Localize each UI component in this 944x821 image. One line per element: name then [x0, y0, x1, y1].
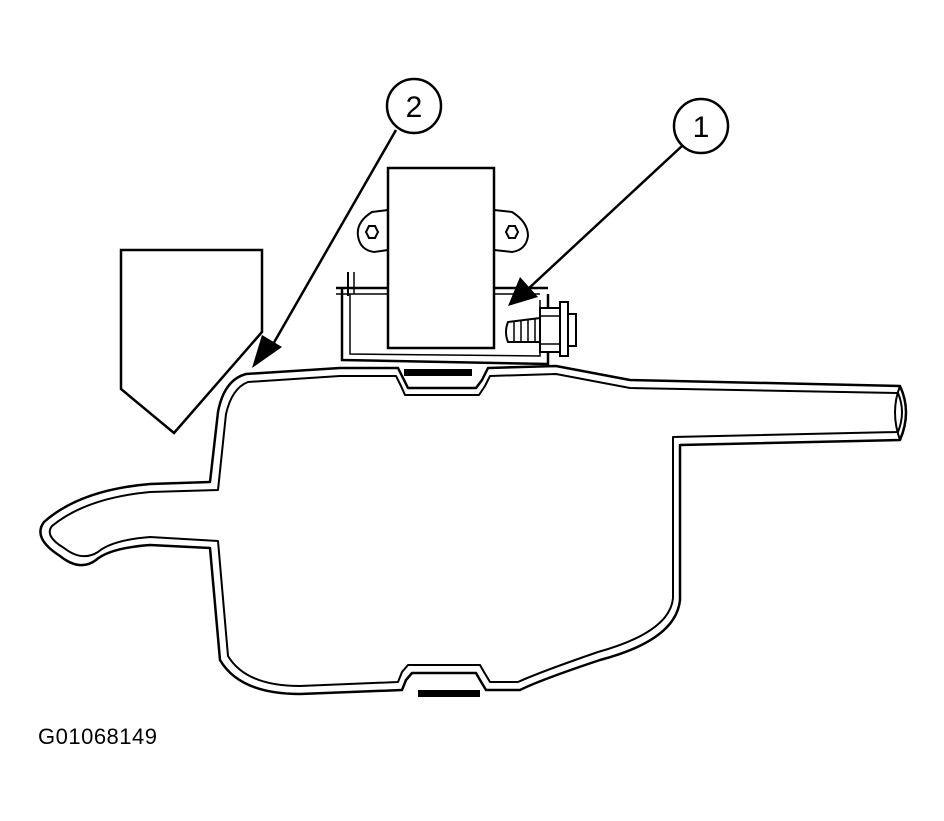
left-hex-nut-icon — [364, 225, 380, 239]
bolt-flange-icon — [567, 313, 577, 347]
muffler-inner-outline — [48, 373, 903, 687]
figure-id-label: G01068149 — [38, 724, 158, 749]
callout-2-number: 2 — [406, 91, 423, 124]
callout-2-arrowhead — [252, 335, 282, 368]
callout-1-circle — [672, 97, 730, 155]
bottom-insulator-strip — [418, 690, 480, 697]
right-hex-nut-icon — [504, 225, 520, 239]
callout-2-circle — [385, 77, 443, 135]
hanger-block — [386, 166, 496, 350]
pointer-pentagon — [119, 248, 264, 435]
callout-1-arrowhead — [508, 277, 538, 306]
top-insulator-strip — [404, 369, 472, 376]
bolt-head-icon — [539, 307, 561, 353]
pipe-end-curve — [894, 385, 901, 441]
callout-2-leader — [270, 129, 398, 347]
callout-1-number: 1 — [693, 111, 710, 144]
bolt-washer-icon — [559, 301, 569, 357]
callout-1-leader — [527, 145, 683, 290]
muffler-outer-outline — [39, 364, 908, 696]
